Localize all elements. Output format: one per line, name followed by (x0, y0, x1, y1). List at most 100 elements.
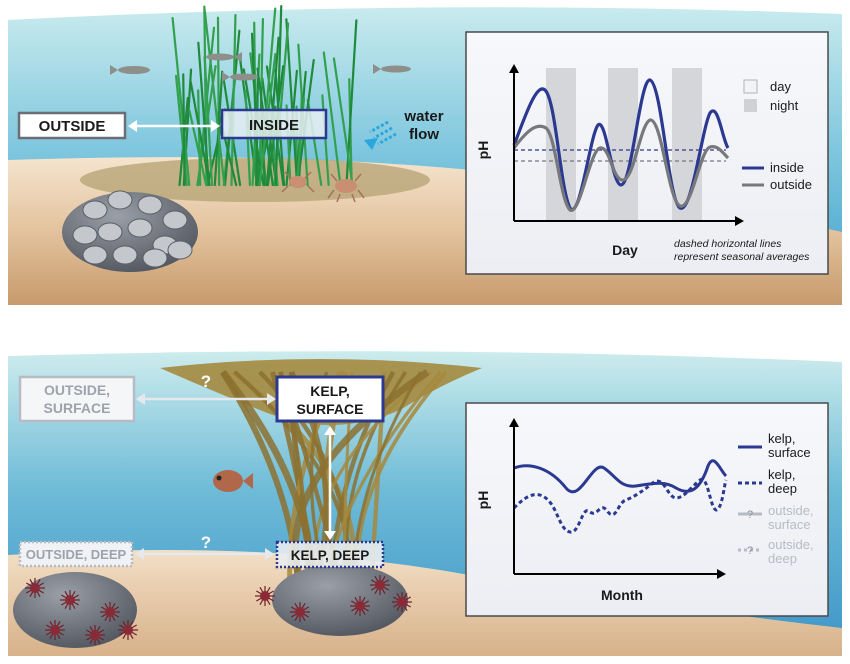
oyster-icon (127, 218, 153, 238)
sea-urchin-icon (392, 592, 412, 612)
legend-outside-deep-line1: outside, (768, 537, 814, 552)
seagrass-blade (223, 29, 241, 187)
kelp-surface-box (275, 375, 385, 423)
legend-kelp-surface-line2: surface (768, 445, 811, 460)
chart-note-line2: represent seasonal averages (674, 251, 810, 263)
seagrass-blade (322, 51, 342, 187)
outside-deep-label: OUTSIDE, DEEP (26, 547, 127, 562)
legend-outside-label: outside (770, 177, 812, 192)
top-scene: OUTSIDE INSIDE water flow (8, 5, 842, 306)
seagrass-blade (345, 19, 358, 187)
outside-label: OUTSIDE (39, 118, 106, 135)
legend-outside-surface-line1: outside, (768, 503, 814, 518)
outside-box (17, 111, 127, 140)
kelp-surface-label-line2: SURFACE (297, 401, 364, 417)
seagrass-blade (203, 8, 226, 187)
fish-icon (222, 72, 258, 82)
chart-note-line1: dashed horizontal lines (674, 238, 782, 250)
oyster-reef (62, 190, 198, 272)
night-band (546, 68, 576, 221)
surface-exchange-arrow (136, 393, 276, 405)
fish-icon (110, 65, 150, 75)
deep-exchange-arrow (135, 548, 274, 560)
legend-kelp-deep-line1: kelp, (768, 467, 795, 482)
vertical-exchange-arrow (324, 426, 336, 540)
inside-series-line (512, 78, 730, 212)
y-axis-label: pH (475, 141, 491, 160)
kelp-surface-series-line (513, 459, 728, 494)
x-axis-label: Day (612, 242, 638, 258)
crab-icon (281, 171, 315, 193)
seagrass-blade (321, 94, 330, 187)
oyster-icon (167, 240, 193, 260)
oyster-icon (82, 200, 108, 220)
sea-urchin-icon (370, 575, 390, 595)
sea-urchin-icon (255, 586, 275, 606)
oyster-icon (107, 190, 133, 210)
sea-urchin-icon (60, 590, 80, 610)
sea-urchin-icon (290, 602, 310, 622)
seagrass-blade (171, 16, 191, 187)
water-flow-arrow-icon (364, 120, 397, 150)
daily-chart-panel (465, 31, 829, 275)
oyster-icon (97, 222, 123, 242)
kelp-deep-label: KELP, DEEP (291, 548, 370, 563)
surface-question-mark: ? (201, 372, 211, 391)
outside-surface-label-line2: SURFACE (44, 400, 111, 416)
legend-night-label: night (770, 98, 799, 113)
water-flow-label-line1: water (403, 108, 443, 125)
legend-inside-label: inside (770, 160, 804, 175)
fish-icon (206, 52, 242, 62)
seagrass-blade (203, 55, 214, 187)
seagrass-blade (188, 109, 208, 187)
inside-box (220, 108, 328, 140)
kelp-surface-label-line1: KELP, (310, 383, 349, 399)
outside-surface-label-line1: OUTSIDE, (44, 382, 110, 398)
outside-surface-box (18, 375, 136, 423)
seagrass-blade (197, 41, 211, 187)
x-axis-label: Month (601, 587, 643, 603)
seagrass-blade (217, 110, 238, 187)
seagrass-blade (332, 57, 354, 187)
seagrass-blade (197, 26, 216, 187)
oyster-icon (142, 248, 168, 268)
seagrass-blade (216, 16, 221, 187)
seagrass-blade (174, 74, 188, 187)
sea-urchin-icon (118, 620, 138, 640)
night-band (672, 68, 702, 221)
outside-deep-box (18, 540, 134, 568)
sea-urchin-icon (45, 620, 65, 640)
seagrass-blade (306, 98, 323, 187)
seagrass-blade (182, 73, 186, 187)
sea-urchin-icon (25, 578, 45, 598)
kelp-deep-box (275, 540, 385, 569)
fish-icon (373, 64, 411, 74)
crab-icon (327, 173, 365, 203)
sea-urchin-icon (350, 596, 370, 616)
deep-question-mark: ? (201, 533, 211, 552)
sea-urchin-icon (100, 602, 120, 622)
bottom-scene: OUTSIDE, SURFACE ? KELP, SURFACE OUTSIDE… (8, 351, 842, 656)
inside-label: INSIDE (249, 117, 299, 134)
oyster-icon (162, 210, 188, 230)
legend-outside-surface-question: ? (747, 509, 753, 521)
sea-urchin-icon (85, 625, 105, 645)
legend-outside-deep-line2: deep (768, 551, 797, 566)
oyster-icon (137, 195, 163, 215)
legend-day-label: day (770, 79, 791, 94)
kelp-deep-series-line (512, 477, 728, 534)
oyster-icon (112, 245, 138, 265)
monthly-chart-panel (465, 402, 829, 617)
y-axis-label: pH (475, 491, 491, 510)
legend-day-swatch (743, 79, 758, 94)
legend-outside-surface-line2: surface (768, 517, 811, 532)
legend-outside-deep-question: ? (747, 545, 753, 557)
legend-kelp-surface-line1: kelp, (768, 431, 795, 446)
outside-series-line (512, 118, 730, 212)
bottom-sand (8, 550, 842, 656)
exchange-arrow (128, 120, 220, 132)
water-flow-label-line2: flow (409, 126, 439, 143)
legend-kelp-deep-line2: deep (768, 481, 797, 496)
